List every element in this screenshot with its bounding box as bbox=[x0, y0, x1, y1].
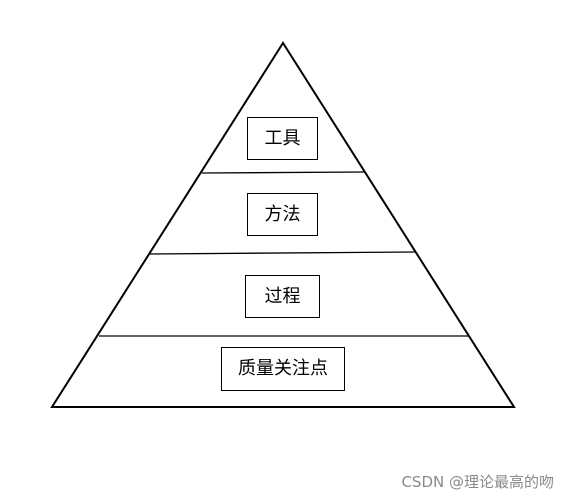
layer-text-process: 过程 bbox=[264, 285, 301, 307]
layer-label-process: 过程 bbox=[245, 275, 320, 318]
pyramid-outline bbox=[50, 41, 516, 408]
layer-text-quality-focus: 质量关注点 bbox=[238, 358, 328, 379]
layer-text-methods: 方法 bbox=[264, 203, 301, 225]
layer-label-tools: 工具 bbox=[247, 117, 318, 160]
layer-divider-2 bbox=[148, 251, 416, 255]
layer-label-methods: 方法 bbox=[247, 193, 318, 236]
layer-label-quality-focus: 质量关注点 bbox=[221, 347, 345, 391]
layer-divider-1 bbox=[201, 171, 366, 174]
watermark-text: CSDN @理论最高的吻 bbox=[401, 473, 554, 491]
layer-text-tools: 工具 bbox=[264, 127, 301, 149]
